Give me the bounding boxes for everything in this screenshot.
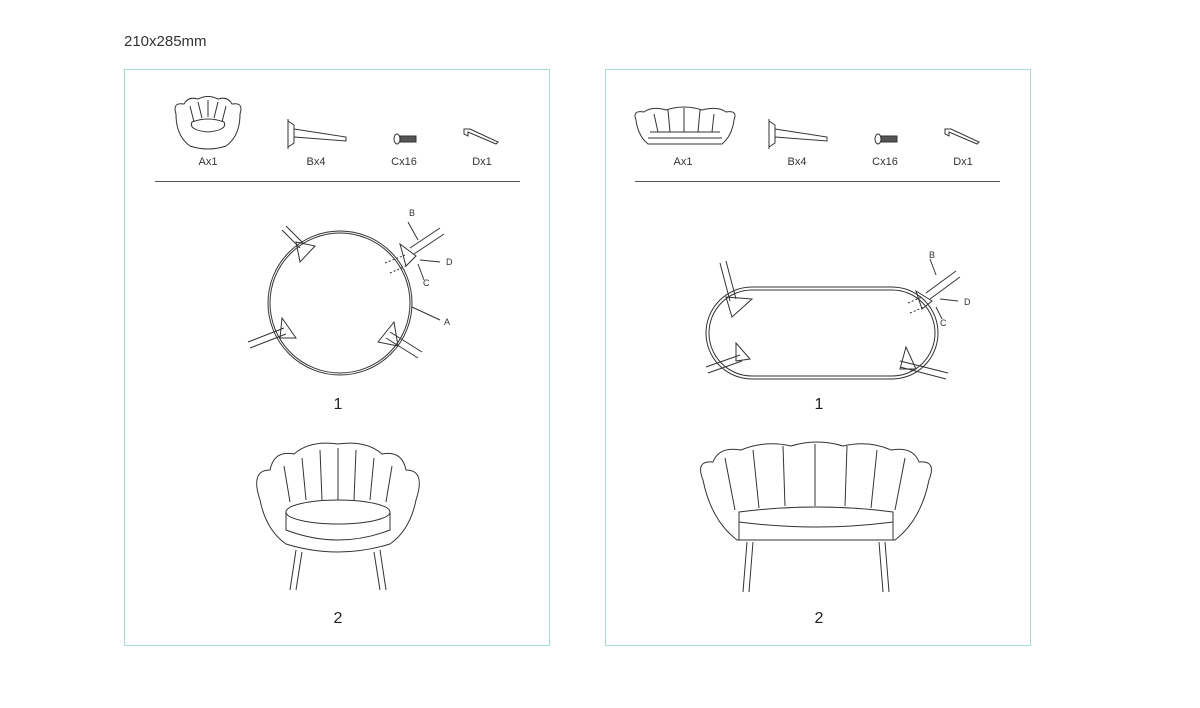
step-2-number: 2 — [814, 610, 824, 627]
screw-part-icon — [393, 133, 417, 145]
parts-divider — [155, 181, 520, 182]
step1-diagram-oval-base — [705, 258, 961, 380]
part-c-label: Cx16 — [872, 156, 898, 168]
callout-c: C — [423, 278, 430, 288]
armchair-instructions-panel — [124, 69, 550, 646]
allen-key-part-icon — [463, 128, 499, 145]
part-d-label: Dx1 — [953, 156, 973, 168]
part-a-label: Ax1 — [198, 156, 218, 168]
step-1-number: 1 — [333, 396, 343, 413]
part-d-label: Dx1 — [472, 156, 492, 168]
parts-divider — [635, 181, 1000, 182]
part-a-label: Ax1 — [673, 156, 693, 168]
page-size-label: 210x285mm — [124, 33, 207, 50]
callout-b: B — [929, 250, 936, 260]
callout-d: D — [964, 297, 971, 307]
part-b-label: Bx4 — [787, 156, 807, 168]
screw-part-icon — [874, 133, 898, 145]
leg-part-icon — [768, 119, 828, 149]
step2-assembled-armchair — [256, 442, 420, 591]
callout-b: B — [409, 208, 416, 218]
step1-diagram-round-base — [247, 221, 445, 376]
step-1-number: 1 — [814, 396, 824, 413]
part-c-label: Cx16 — [391, 156, 417, 168]
sofa-instructions-panel — [605, 69, 1031, 646]
sofa-part-icon — [634, 106, 736, 145]
callout-c: C — [940, 318, 947, 328]
allen-key-part-icon — [944, 128, 980, 145]
step2-assembled-sofa — [700, 441, 932, 593]
callout-d: D — [446, 257, 453, 267]
step-2-number: 2 — [333, 610, 343, 627]
callout-a: A — [444, 317, 451, 327]
armchair-part-icon — [174, 96, 242, 150]
part-b-label: Bx4 — [306, 156, 326, 168]
leg-part-icon — [287, 119, 347, 149]
